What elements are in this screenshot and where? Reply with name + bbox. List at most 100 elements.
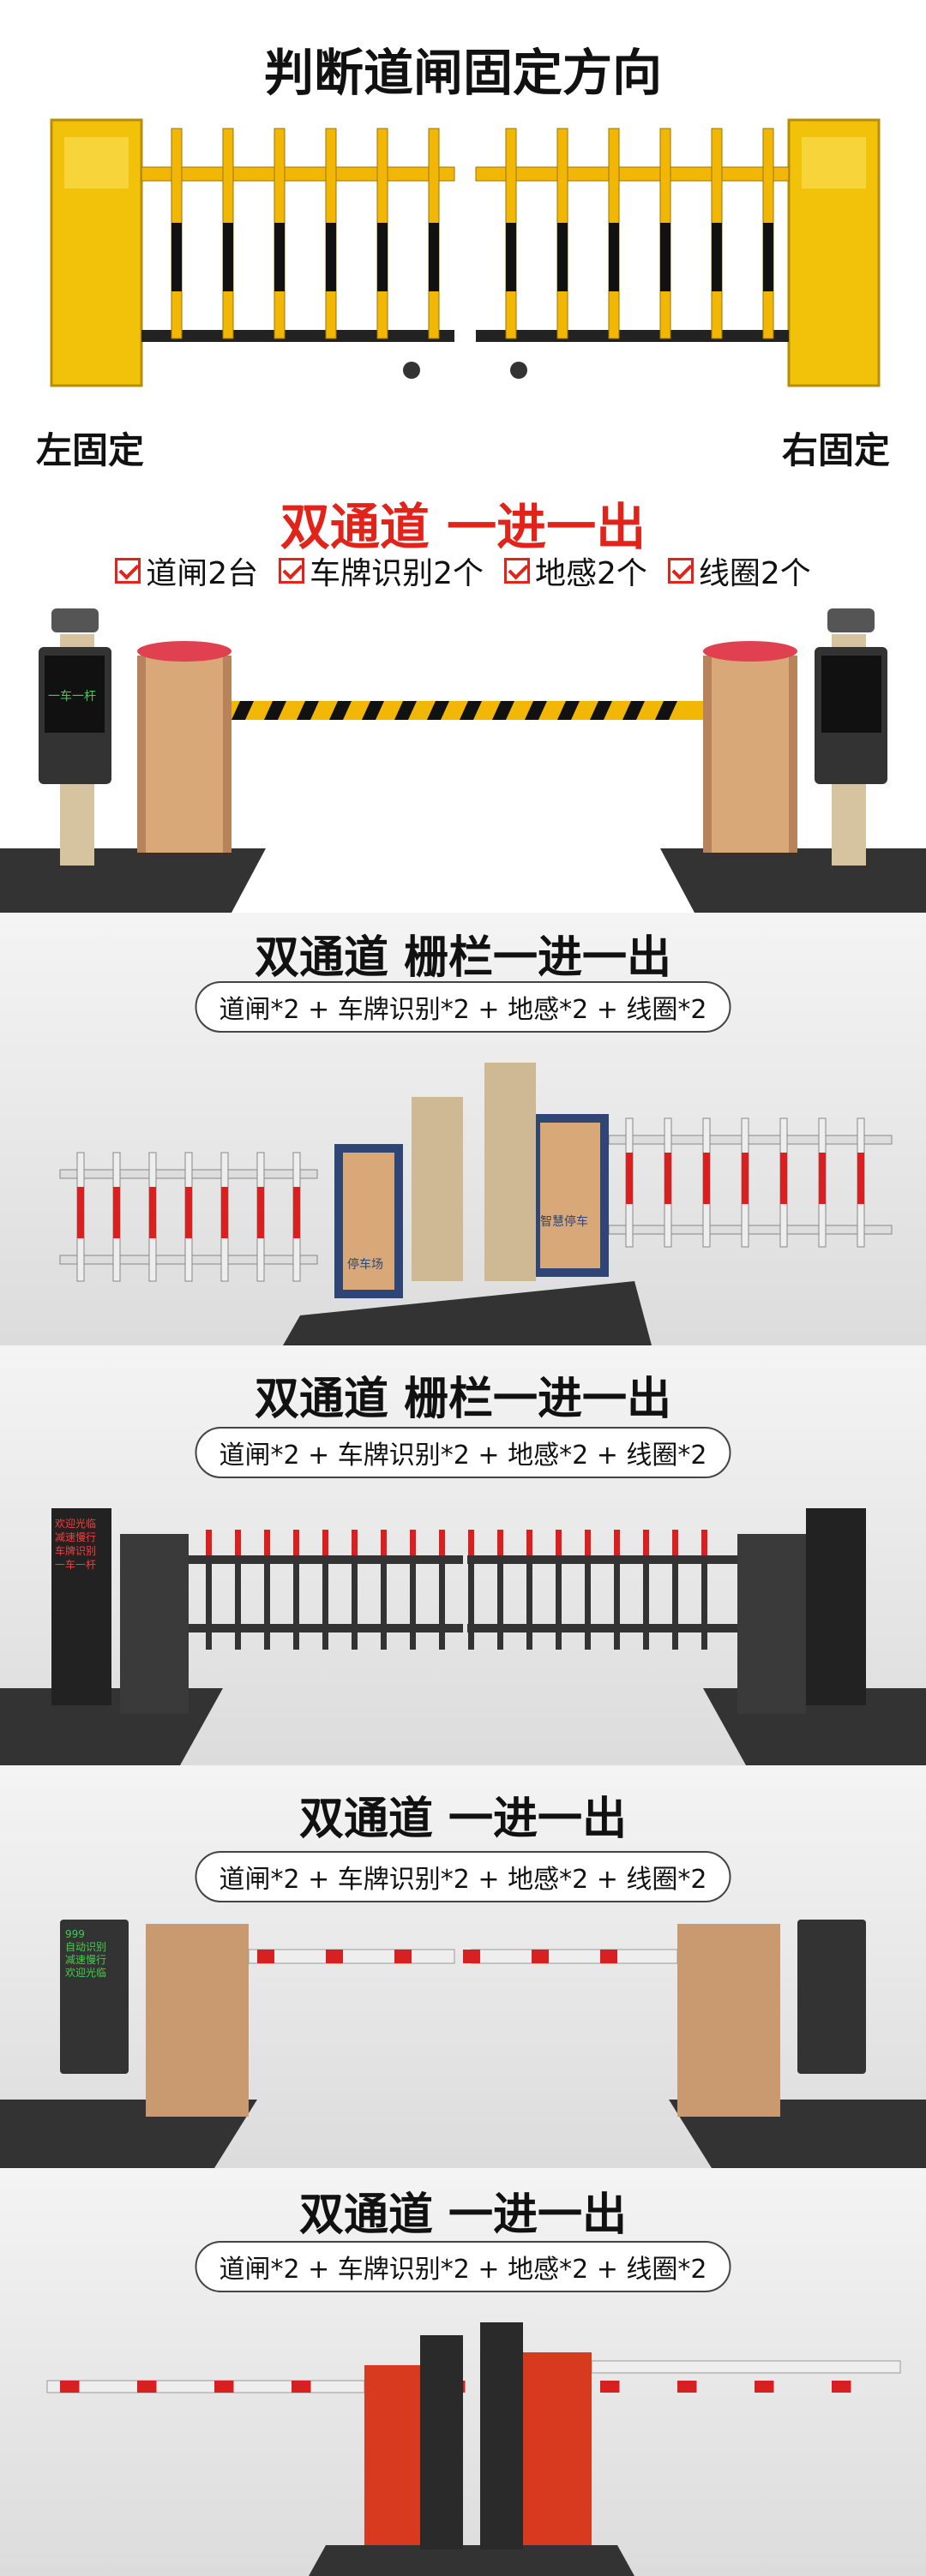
- copper-gate-illustration: [0, 1920, 926, 2168]
- section4-title: 双通道 栅栏一进一出: [254, 1374, 672, 1425]
- hazard-stripe: [655, 701, 677, 720]
- fence-post-red: [672, 1530, 678, 1555]
- fence-post-red: [614, 1530, 620, 1555]
- fence-post-red: [497, 1530, 503, 1555]
- arm-red-stripe: [600, 2381, 620, 2393]
- arm-red-stripe: [463, 1950, 480, 1963]
- fence-post: [468, 1530, 474, 1650]
- hazard-stripe: [557, 701, 580, 720]
- fence-post-red: [352, 1530, 358, 1555]
- hazard-stripe: [232, 701, 254, 720]
- fence-post: [643, 1530, 649, 1650]
- section-fixed-direction: 判断道闸固定方向 左固定 右固定: [0, 0, 926, 480]
- hazard-stripe: [362, 701, 384, 720]
- fence-post-red: [149, 1187, 156, 1238]
- led-line: 999: [65, 1928, 85, 1940]
- led-line: 车牌识别: [55, 1545, 97, 1557]
- fence-post: [206, 1530, 212, 1650]
- section6-title: 双通道 一进一出: [298, 2190, 628, 2241]
- fence-post-red: [293, 1530, 299, 1555]
- sign-right: 智慧停车: [540, 1215, 588, 1229]
- section-dual-lane-1: 双通道 一进一出 道闸2台 车牌识别2个 地感2个 线圈2个: [0, 480, 926, 913]
- section-fence-lane-1: 双通道 栅栏一进一出 道闸*2 + 车牌识别*2 + 地感*2 + 线圈*2 停…: [0, 913, 926, 1345]
- fence-post-stripe: [660, 223, 670, 291]
- fence-post: [701, 1530, 707, 1650]
- hazard-stripe: [427, 701, 449, 720]
- display-text-left: 一车一杆: [48, 690, 96, 704]
- fence-post-red: [235, 1530, 241, 1555]
- fence-post-red: [556, 1530, 562, 1555]
- fence-post-red: [468, 1530, 474, 1555]
- fence-post: [614, 1530, 620, 1650]
- checkbox-icon: [279, 558, 305, 584]
- hazard-stripe: [329, 701, 352, 720]
- section-fence-lane-2: 双通道 栅栏一进一出 道闸*2 + 车牌识别*2 + 地感*2 + 线圈*2 欢…: [0, 1345, 926, 1765]
- fence-post-red: [526, 1530, 532, 1555]
- checklist: 道闸2台 车牌识别2个 地感2个 线圈2个: [0, 548, 926, 593]
- led-line: 减速慢行: [55, 1531, 97, 1543]
- fence-post: [585, 1530, 591, 1650]
- red-gate-illustration: [46, 2322, 901, 2576]
- barrier-gate-illustration: [50, 118, 881, 387]
- arm-red-stripe: [394, 1950, 412, 1963]
- hazard-stripe: [492, 701, 514, 720]
- spec-pill: 道闸*2 + 车牌识别*2 + 地感*2 + 线圈*2: [195, 1851, 731, 1902]
- fence-post-stripe: [429, 223, 439, 291]
- checkbox-icon: [667, 558, 694, 584]
- check-label: 道闸2台: [146, 556, 259, 591]
- check-label: 线圈2个: [698, 556, 811, 591]
- check-item: 车牌识别2个: [279, 548, 484, 593]
- black-fence-gate-illustration: [0, 1508, 926, 1765]
- fence-post-stripe: [223, 223, 233, 291]
- fence-post-red: [643, 1530, 649, 1555]
- checkbox-icon: [504, 558, 530, 584]
- fence-post-red: [439, 1530, 445, 1555]
- checkbox-icon: [115, 558, 141, 584]
- fence-post: [235, 1530, 241, 1650]
- arm-red-stripe: [600, 1950, 617, 1963]
- sign-left: 停车场: [347, 1258, 383, 1272]
- fence-post-red: [185, 1187, 192, 1238]
- fence-post-red: [703, 1153, 710, 1204]
- arm-red-stripe: [60, 2381, 80, 2393]
- fence-post-red: [264, 1530, 270, 1555]
- section5-title: 双通道 一进一出: [298, 1794, 628, 1845]
- fence-post-red: [381, 1530, 387, 1555]
- led-line: 减速慢行: [65, 1954, 107, 1966]
- fence-post: [556, 1530, 562, 1650]
- fence-post: [526, 1530, 532, 1650]
- led-line: 一车一杆: [55, 1559, 97, 1571]
- hazard-stripe: [264, 701, 286, 720]
- fence-post-stripe: [763, 223, 773, 291]
- section2-title: 双通道 一进一出: [280, 498, 646, 556]
- section-dual-lane-3: 双通道 一进一出 道闸*2 + 车牌识别*2 + 地感*2 + 线圈*2: [0, 2168, 926, 2576]
- fence-gate-illustration: [59, 1063, 893, 1345]
- section-dual-lane-2: 双通道 一进一出 道闸*2 + 车牌识别*2 + 地感*2 + 线圈*2 999…: [0, 1765, 926, 2168]
- spec-pill: 道闸*2 + 车牌识别*2 + 地感*2 + 线圈*2: [195, 1427, 731, 1478]
- hazard-stripe: [297, 701, 319, 720]
- fence-post: [322, 1530, 328, 1650]
- arm-red-stripe: [677, 2381, 697, 2393]
- check-item: 线圈2个: [667, 548, 811, 593]
- fence-post: [264, 1530, 270, 1650]
- led-line: 欢迎光临: [55, 1518, 97, 1530]
- fence-post: [497, 1530, 503, 1650]
- fence-post-red: [585, 1530, 591, 1555]
- arm-red-stripe: [532, 1950, 549, 1963]
- right-fixed-label: 右固定: [781, 429, 890, 471]
- dual-lane-gate-illustration: [0, 608, 926, 913]
- fence-post: [352, 1530, 358, 1650]
- check-label: 地感2个: [535, 556, 647, 591]
- fence-post-red: [293, 1187, 300, 1238]
- check-item: 地感2个: [504, 548, 647, 593]
- fence-post-stripe: [274, 223, 285, 291]
- fence-post-stripe: [712, 223, 722, 291]
- fence-post-red: [221, 1187, 228, 1238]
- fence-post: [381, 1530, 387, 1650]
- hazard-stripe: [622, 701, 645, 720]
- fence-post-red: [322, 1530, 328, 1555]
- fence-post: [672, 1530, 678, 1650]
- fence-post-stripe: [506, 223, 516, 291]
- arm-red-stripe: [137, 2381, 157, 2393]
- check-item: 道闸2台: [115, 548, 258, 593]
